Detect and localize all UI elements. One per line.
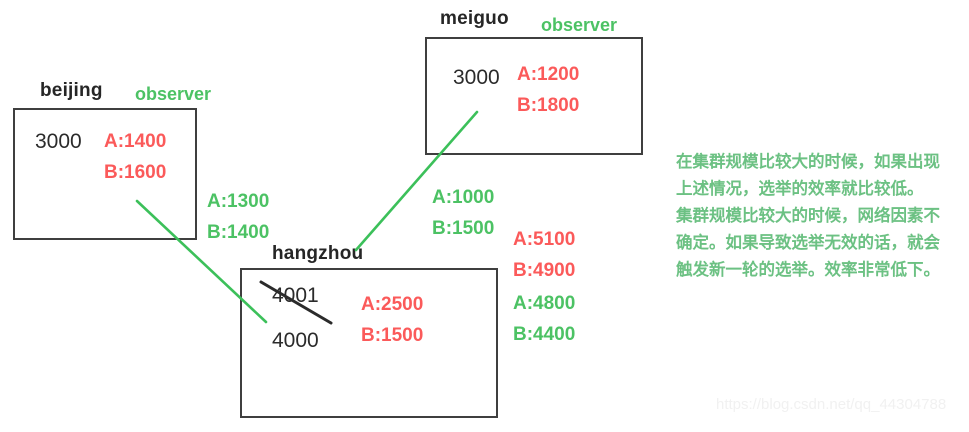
- side-label-green-total-b: B:4400: [513, 324, 576, 345]
- node-box-hangzhou: [240, 268, 498, 418]
- note-line-1: 在集群规模比较大的时候，如果出现: [676, 153, 940, 171]
- note-line-5: 触发新一轮的选举。效率非常低下。: [676, 261, 940, 279]
- node-zxid-hangzhou: 4000: [272, 329, 319, 352]
- node-zxid-meiguo: 3000: [453, 66, 500, 89]
- node-vote-a-beijing: A:1400: [104, 131, 167, 152]
- node-zxid-beijing: 3000: [35, 130, 82, 153]
- edge-label-beijing-hangzhou-b: B:1400: [207, 222, 270, 243]
- node-zxid-struck-hangzhou: 4001: [272, 284, 319, 307]
- edge-label-hangzhou-meiguo-a: A:1000: [432, 187, 495, 208]
- node-vote-a-hangzhou: A:2500: [361, 294, 424, 315]
- node-box-meiguo: [425, 37, 643, 155]
- node-vote-b-meiguo: B:1800: [517, 95, 580, 116]
- observer-tag-beijing: observer: [135, 84, 212, 104]
- side-label-green-total-a: A:4800: [513, 293, 576, 314]
- node-title-meiguo: meiguo: [440, 8, 509, 29]
- node-vote-b-beijing: B:1600: [104, 162, 167, 183]
- side-label-red-total-b: B:4900: [513, 260, 576, 281]
- note-line-2: 上述情况，选举的效率就比较低。: [676, 180, 924, 198]
- node-vote-a-meiguo: A:1200: [517, 64, 580, 85]
- node-vote-b-hangzhou: B:1500: [361, 325, 424, 346]
- watermark-text: https://blog.csdn.net/qq_44304788: [716, 396, 947, 413]
- node-box-beijing: [13, 108, 197, 240]
- edge-label-hangzhou-meiguo-b: B:1500: [432, 218, 495, 239]
- edge-label-beijing-hangzhou-a: A:1300: [207, 191, 270, 212]
- note-line-3: 集群规模比较大的时候，网络因素不: [676, 207, 940, 225]
- note-line-4: 确定。如果导致选举无效的话，就会: [676, 234, 940, 252]
- node-title-hangzhou: hangzhou: [272, 243, 364, 264]
- observer-tag-meiguo: observer: [541, 15, 618, 35]
- side-label-red-total-a: A:5100: [513, 229, 576, 250]
- node-title-beijing: beijing: [40, 80, 103, 101]
